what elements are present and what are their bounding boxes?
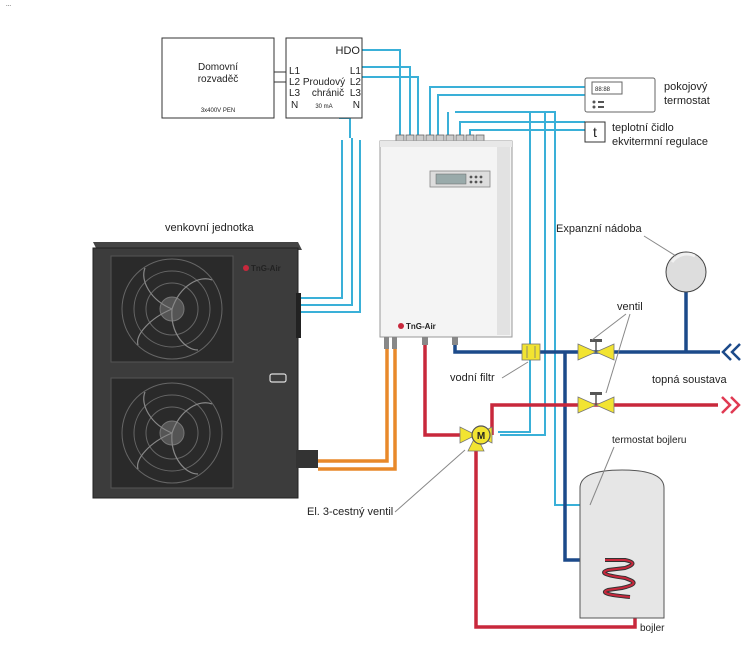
fan-top (110, 255, 234, 363)
breaker-rating: 30 mA (315, 104, 332, 110)
room-thermostat-label-1: pokojový (664, 81, 708, 93)
expansion-tank (665, 251, 707, 293)
l1-left: L1 (289, 66, 301, 77)
breaker-name-2: chránič (312, 88, 344, 99)
boiler-label: bojler (640, 623, 665, 634)
mains-wires (274, 71, 286, 83)
valve-lower (577, 392, 615, 414)
distribution-box-title-2: rozvaděč (198, 74, 239, 85)
outdoor-brand: TnG-Air (251, 264, 281, 273)
svg-text:88:88: 88:88 (595, 87, 611, 93)
n-right: N (353, 100, 360, 111)
boiler-thermostat-label: termostat bojleru (612, 435, 686, 446)
temperature-sensor-glyph: t (593, 124, 597, 140)
valve-upper (577, 339, 615, 361)
supply-pipe (423, 345, 718, 629)
indoor-brand: TnG-Air (406, 322, 436, 331)
hdo-label: HDO (336, 45, 361, 57)
l2-left: L2 (289, 77, 301, 88)
indoor-unit: TnG-Air (379, 134, 513, 349)
return-arrow-icon (721, 343, 741, 361)
room-thermostat: 88:88 (584, 77, 656, 113)
temp-sensor-label-2: ekvitermní regulace (612, 136, 708, 148)
l1-right: L1 (350, 66, 362, 77)
water-filter (521, 343, 541, 361)
distribution-box-sub: 3x400V PEN (201, 108, 235, 114)
svg-text:M: M (477, 431, 485, 442)
room-thermostat-label-2: termostat (664, 95, 710, 107)
n-left: N (291, 100, 298, 111)
heating-system-label: topná soustava (652, 374, 727, 386)
distribution-box: Domovní rozvaděč 3x400V PEN (161, 37, 275, 119)
l3-left: L3 (289, 88, 301, 99)
outdoor-unit: TnG-Air (92, 242, 318, 499)
outdoor-unit-label: venkovní jednotka (165, 222, 255, 234)
three-way-valve: M (459, 425, 493, 452)
boiler-tank (579, 469, 665, 619)
three-way-valve-label: El. 3-cestný ventil (307, 506, 393, 518)
fan-bottom (110, 377, 234, 489)
distribution-box-title-1: Domovní (198, 62, 238, 73)
expansion-tank-label: Expanzní nádoba (556, 223, 643, 235)
supply-arrow-icon (721, 396, 741, 414)
refrigerant-lines (318, 349, 397, 471)
residual-current-breaker-box: HDO L1 L2 L3 N L1 L2 L3 N Proudový chrán… (285, 37, 363, 119)
l2-right: L2 (350, 77, 362, 88)
header-text: ... (6, 2, 11, 8)
breaker-name-1: Proudový (303, 77, 345, 88)
signal-cables (295, 49, 590, 506)
temperature-sensor: t (584, 121, 606, 143)
temp-sensor-label-1: teplotní čidlo (612, 122, 674, 134)
l3-right: L3 (350, 88, 362, 99)
water-filter-label: vodní filtr (450, 372, 495, 384)
valve-label: ventil (617, 301, 643, 313)
